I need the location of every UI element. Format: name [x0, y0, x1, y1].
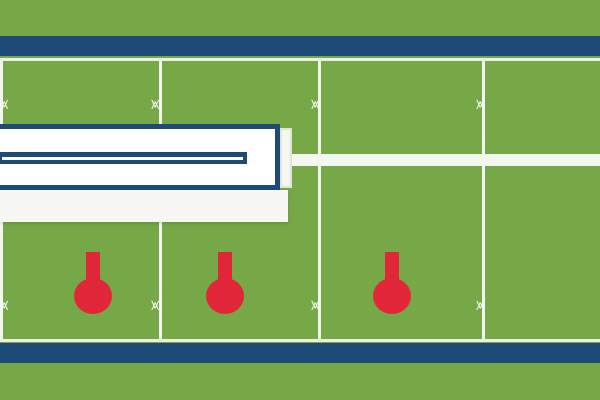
yard-line — [482, 61, 485, 339]
bottom-sideline — [0, 339, 600, 342]
pin-marker-icon — [74, 252, 112, 314]
hash-mark-icon: ⩙ — [151, 297, 160, 314]
hash-mark-icon: ⩙ — [0, 96, 9, 113]
hash-mark-icon: ⩙ — [151, 96, 160, 113]
bottom-stripe — [0, 343, 600, 363]
hash-mark-icon: ⩙ — [476, 297, 485, 314]
yard-line — [318, 61, 321, 339]
banner-base — [0, 190, 288, 222]
banner-stripe — [0, 152, 247, 164]
banner-slot — [2, 157, 243, 160]
hash-mark-icon: ⩙ — [476, 96, 485, 113]
top-sideline — [0, 58, 600, 61]
horizontal-bar — [290, 154, 600, 166]
hash-mark-icon: ⩙ — [311, 96, 320, 113]
hash-mark-icon: ⩙ — [0, 297, 9, 314]
pin-marker-icon — [206, 252, 244, 314]
hash-mark-icon: ⩙ — [311, 297, 320, 314]
top-stripe — [0, 36, 600, 56]
banner-icon — [0, 124, 280, 190]
pin-marker-icon — [373, 252, 411, 314]
banner-end-cap — [280, 128, 292, 188]
